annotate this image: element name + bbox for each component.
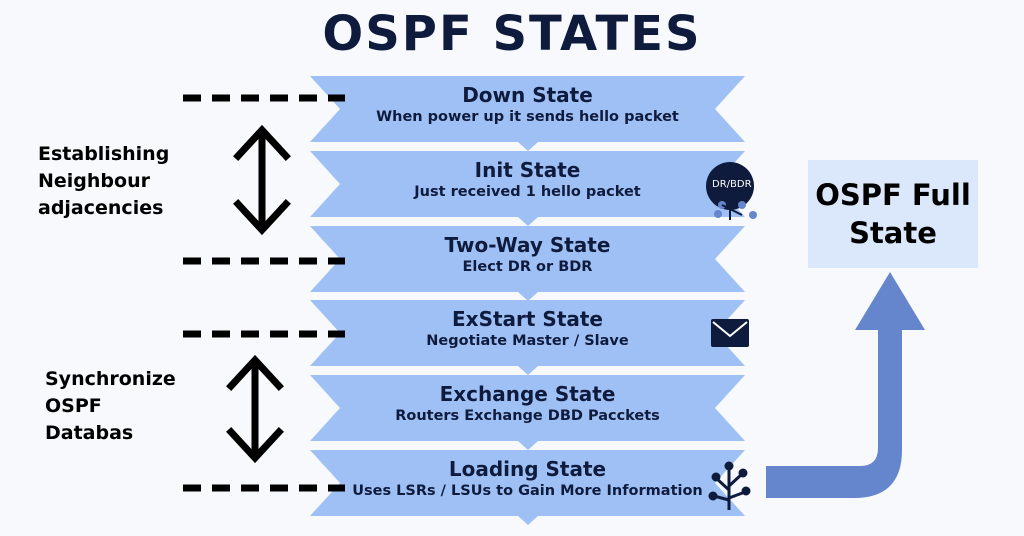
state-description: Negotiate Master / Slave (426, 333, 629, 349)
envelope-icon (711, 319, 749, 347)
dr-bdr-label: DR/BDR (712, 179, 752, 190)
full-state-line: State (849, 216, 937, 250)
ospf-full-state-box: OSPF Full State (808, 160, 978, 268)
dr-bdr-icon (706, 162, 757, 220)
state-name: Two-Way State (444, 233, 611, 257)
state-description: Elect DR or BDR (462, 259, 593, 275)
group-label-line: Databas (45, 422, 134, 444)
group-label-line: OSPF (45, 395, 102, 417)
state-banner (310, 76, 745, 151)
group-label-line: Establishing (38, 143, 170, 165)
state-description: Uses LSRs / LSUs to Gain More Informatio… (352, 483, 703, 499)
state-banner (310, 300, 745, 375)
page-title: OSPF STATES (322, 6, 702, 62)
state-banner (310, 450, 745, 525)
state-banner (310, 151, 745, 226)
double-arrow-icon (226, 354, 284, 464)
group-label-line: Synchronize (45, 368, 176, 390)
group-label-synchronize: Synchronize OSPF Databas (45, 366, 176, 447)
state-description: When power up it sends hello packet (376, 109, 679, 125)
state-name: Init State (474, 158, 581, 182)
state-banner (310, 226, 745, 301)
state-description: Just received 1 hello packet (414, 184, 641, 200)
state-name: Down State (462, 83, 593, 107)
state-banner (310, 375, 745, 450)
group-label-establishing: Establishing Neighbour adjacencies (38, 141, 169, 222)
state-name: Exchange State (439, 382, 616, 406)
up-arrow-icon (766, 272, 925, 498)
full-state-line: OSPF Full (815, 178, 971, 212)
double-arrow-icon (233, 124, 291, 236)
state-description: Routers Exchange DBD Pacckets (395, 408, 660, 424)
tree-network-icon (708, 461, 751, 510)
state-name: Loading State (448, 457, 607, 481)
group-label-line: Neighbour (38, 170, 150, 192)
group-label-line: adjacencies (38, 197, 164, 219)
state-name: ExStart State (452, 307, 603, 331)
